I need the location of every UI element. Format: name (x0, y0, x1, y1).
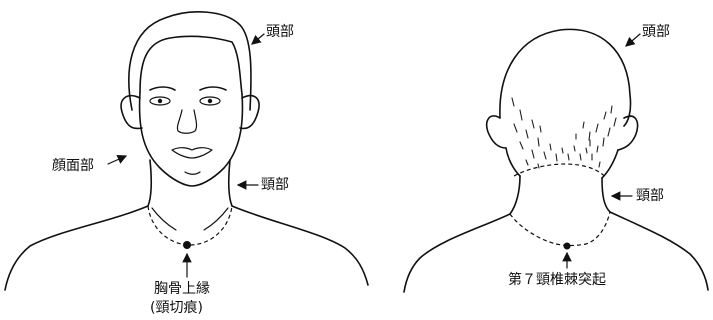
front-head-label: 頭部 (266, 24, 294, 40)
front-head-arrow (251, 33, 265, 45)
front-face-arrow (107, 155, 128, 165)
front-neck-left (147, 159, 153, 207)
front-right-eye (199, 96, 221, 106)
front-left-brow (149, 86, 176, 91)
front-mouth (171, 147, 213, 159)
back-head-label: 頭部 (642, 24, 670, 40)
back-head-arrow (625, 33, 641, 47)
back-neck-right (601, 177, 611, 213)
back-hair-strokes (511, 97, 617, 169)
back-right-ear (617, 115, 639, 151)
front-neck-boundary (147, 205, 233, 246)
front-shoulders (4, 205, 369, 291)
front-nose (176, 109, 198, 134)
back-hairline-boundary (513, 163, 607, 179)
back-landmark-label: 第７頸椎棘突起 (508, 272, 606, 288)
back-neck-left (509, 175, 521, 215)
back-left-ear (485, 115, 507, 149)
front-landmark-sublabel: (頸切痕) (150, 300, 203, 316)
front-neck-label: 頸部 (261, 177, 289, 193)
front-left-ear (120, 94, 143, 130)
front-neck-right (227, 159, 233, 207)
front-suprasternal-dot (183, 241, 191, 249)
front-head-outline (128, 11, 252, 111)
front-face-outline (138, 91, 244, 187)
front-right-ear (239, 94, 260, 130)
back-nape (505, 147, 619, 179)
front-right-brow (199, 86, 227, 91)
front-left-eye (149, 96, 171, 106)
back-neck-label: 頸部 (636, 188, 664, 204)
back-shoulders (403, 211, 709, 293)
back-c7-dot (563, 242, 571, 250)
front-landmark-label: 胸骨上縁 (154, 281, 210, 297)
back-head-outline (499, 28, 632, 127)
front-hairline (139, 35, 243, 95)
front-face-label: 顔面部 (52, 158, 94, 174)
front-view (4, 11, 369, 291)
back-view (403, 28, 709, 293)
back-neck-boundary (509, 211, 611, 247)
